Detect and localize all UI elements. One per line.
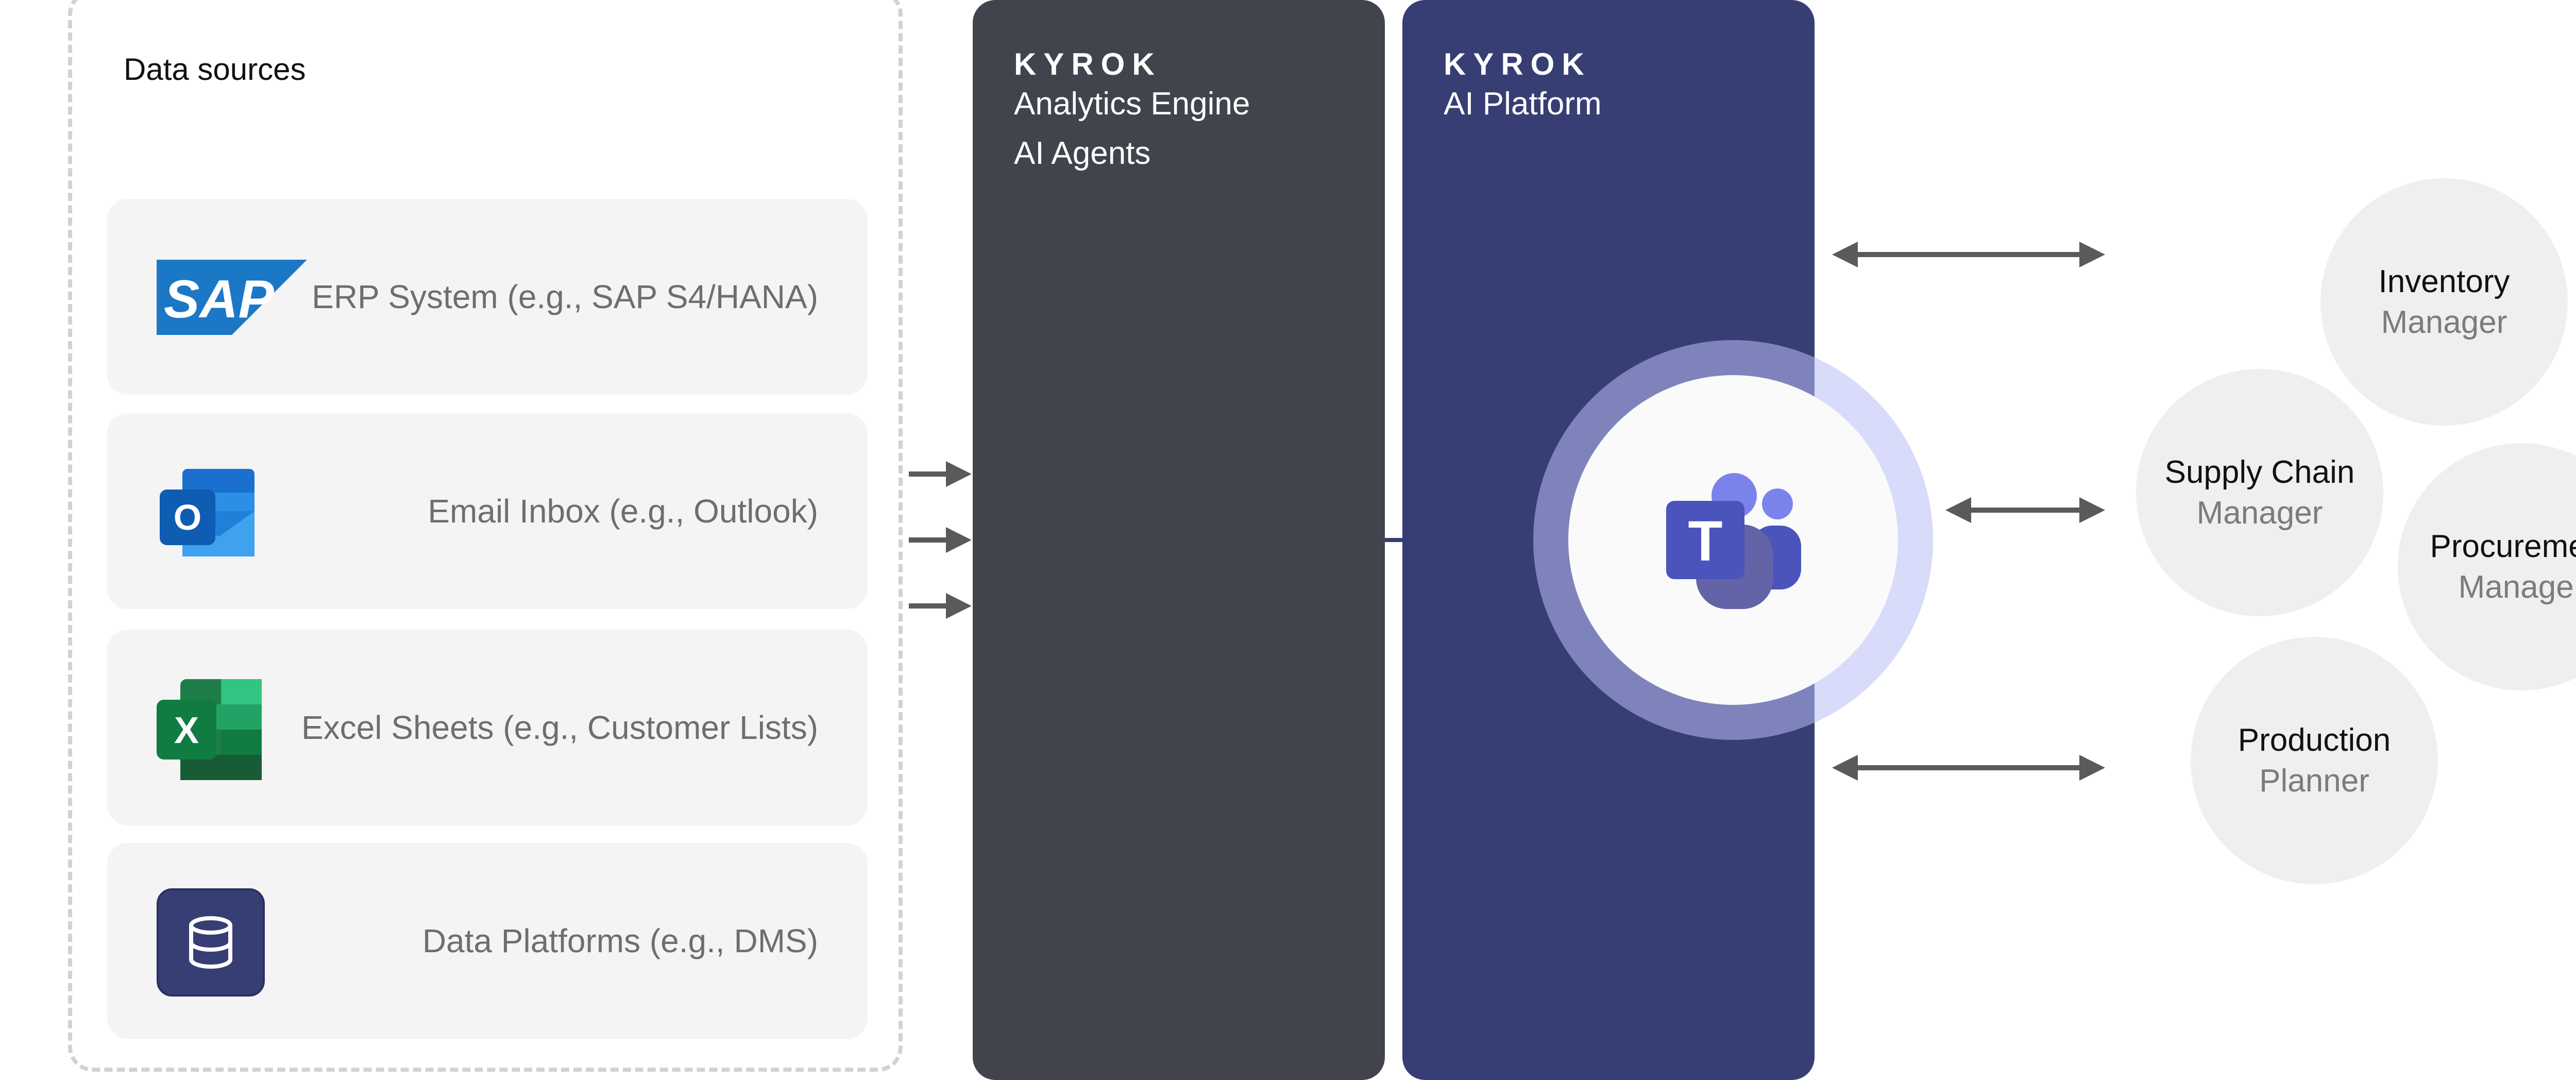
svg-text:O: O: [174, 497, 201, 537]
hub-core: T: [1568, 375, 1898, 705]
source-label: ERP System (e.g., SAP S4/HANA): [312, 278, 818, 315]
outlook-icon: O: [157, 462, 260, 565]
sap-logo: SAP: [157, 260, 307, 335]
kyrok-brand: KYROK: [1444, 47, 1591, 81]
sap-logo-text: SAP: [164, 269, 274, 329]
role-subtitle: Manager: [2196, 495, 2323, 531]
data-sources-title: Data sources: [124, 52, 306, 87]
teams-icon-letter: T: [1688, 510, 1722, 573]
source-card-data-platforms: Data Platforms (e.g., DMS): [107, 843, 868, 1039]
role-subtitle: Manager: [2381, 305, 2507, 340]
role-title: Inventory: [2378, 263, 2510, 299]
kyrok-brand: KYROK: [1014, 47, 1162, 81]
role-inventory-manager: Inventory Manager: [2320, 178, 2568, 426]
database-icon: [157, 888, 265, 997]
data-sources-panel: [68, 0, 903, 1072]
role-subtitle: Manager: [2458, 569, 2576, 605]
source-card-erp: SAP ERP System (e.g., SAP S4/HANA): [107, 199, 868, 395]
role-title: Production: [2238, 722, 2391, 758]
analytics-engine-column: KYROK Analytics Engine AI Agents: [973, 0, 1385, 1080]
engine-line-analytics: Analytics Engine: [1014, 86, 1250, 122]
role-supply-chain-manager: Supply Chain Manager: [2136, 369, 2383, 616]
role-title: Procurement: [2430, 528, 2576, 564]
excel-icon: X: [157, 675, 262, 780]
source-label: Data Platforms (e.g., DMS): [422, 922, 818, 959]
teams-icon: T: [1651, 468, 1816, 612]
excel-icon-letter: X: [174, 710, 199, 751]
source-label: Email Inbox (e.g., Outlook): [428, 493, 818, 530]
source-card-email: O Email Inbox (e.g., Outlook): [107, 413, 868, 609]
platform-line-ai: AI Platform: [1444, 86, 1602, 122]
role-title: Supply Chain: [2164, 454, 2355, 490]
source-card-excel: X Excel Sheets (e.g., Customer Lists): [107, 630, 868, 825]
role-production-planner: Production Planner: [2191, 637, 2438, 884]
source-label: Excel Sheets (e.g., Customer Lists): [301, 709, 818, 746]
engine-line-agents: AI Agents: [1014, 136, 1151, 171]
role-subtitle: Planner: [2259, 763, 2369, 799]
